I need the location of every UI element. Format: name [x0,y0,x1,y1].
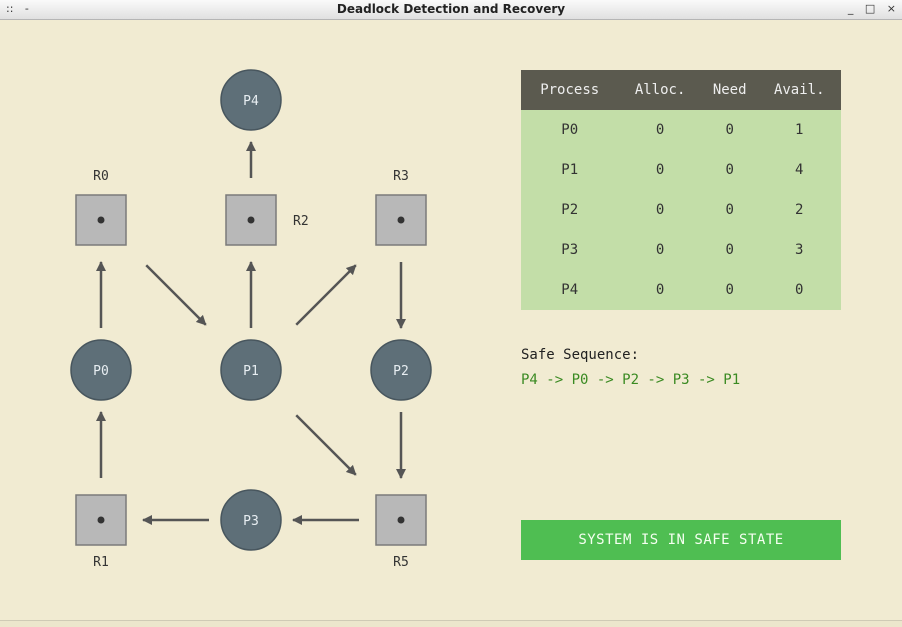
process-label: P1 [243,364,259,379]
process-node-p2[interactable]: P2 [370,339,432,401]
resource-label: R2 [293,214,309,229]
cell-avail: 3 [757,230,841,270]
close-button[interactable]: × [886,2,896,15]
table-header-row: Process Alloc. Need Avail. [521,70,841,110]
process-circle [370,339,432,401]
header-process: Process [521,70,619,110]
window-shade-icon[interactable]: - [24,2,29,15]
cell-avail: 0 [757,270,841,310]
resource-instance-dot [247,216,255,224]
window-menu-icon[interactable]: :: [6,2,14,15]
cell-avail: 4 [757,150,841,190]
cell-need: 0 [701,150,758,190]
resource-instance-dot [97,216,105,224]
header-alloc: Alloc. [618,70,702,110]
minimize-button[interactable]: _ [847,2,854,15]
process-node-p3[interactable]: P3 [220,489,282,551]
table-row: P1 0 0 4 [521,150,841,190]
process-circle [220,69,282,131]
cell-need: 0 [701,230,758,270]
process-label: P4 [243,94,259,109]
safe-sequence-value: P4 -> P0 -> P2 -> P3 -> P1 [521,372,741,388]
table-row: P3 0 0 3 [521,230,841,270]
cell-avail: 2 [757,190,841,230]
cell-need: 0 [701,190,758,230]
process-label: P3 [243,514,259,529]
cell-avail: 1 [757,110,841,150]
process-label: P2 [393,364,409,379]
process-circle [220,339,282,401]
window-menu-controls: :: - [6,2,37,15]
cell-process: P2 [521,190,619,230]
edge-p1-to-r5 [295,414,357,476]
process-label: P0 [93,364,109,379]
maximize-button[interactable]: □ [864,2,876,15]
resource-label: R1 [93,555,109,570]
status-banner: SYSTEM IS IN SAFE STATE [521,520,841,560]
process-table: Process Alloc. Need Avail. P0 0 0 1 P1 0… [521,70,841,310]
resource-instance-dot [397,516,405,524]
cell-alloc: 0 [618,150,702,190]
cell-alloc: 0 [618,110,702,150]
safe-sequence-label: Safe Sequence: [521,347,640,363]
resource-instance-dot [397,216,405,224]
process-circle [220,489,282,551]
table-row: P4 0 0 0 [521,270,841,310]
cell-alloc: 0 [618,270,702,310]
resource-label: R3 [393,169,409,184]
cell-need: 0 [701,110,758,150]
resource-node-r1[interactable]: R1 [75,494,127,570]
resource-node-r5[interactable]: R5 [375,494,427,570]
process-node-p4[interactable]: P4 [220,69,282,131]
window-titlebar[interactable]: :: - Deadlock Detection and Recovery _ □… [0,0,902,20]
resource-node-r0[interactable]: R0 [75,169,127,246]
table-row: P2 0 0 2 [521,190,841,230]
cell-alloc: 0 [618,230,702,270]
edge-r0-to-p1 [145,264,207,326]
cell-process: P3 [521,230,619,270]
header-avail: Avail. [757,70,841,110]
cell-process: P0 [521,110,619,150]
resource-label: R0 [93,169,109,184]
resource-box [75,494,127,546]
resource-label: R5 [393,555,409,570]
table-row: P0 0 0 1 [521,110,841,150]
window-title: Deadlock Detection and Recovery [336,2,566,16]
cell-alloc: 0 [618,190,702,230]
window-controls: _ □ × [840,2,896,15]
resource-node-r3[interactable]: R3 [375,169,427,246]
cell-process: P1 [521,150,619,190]
cell-need: 0 [701,270,758,310]
process-node-p1[interactable]: P1 [220,339,282,401]
window-bottom-border [0,620,902,627]
process-node-p0[interactable]: P0 [70,339,132,401]
resource-node-r2[interactable]: R2 [225,194,309,246]
resource-instance-dot [97,516,105,524]
cell-process: P4 [521,270,619,310]
edge-p1-to-r3 [295,264,357,326]
process-circle [70,339,132,401]
resource-box [225,194,277,246]
header-need: Need [701,70,758,110]
